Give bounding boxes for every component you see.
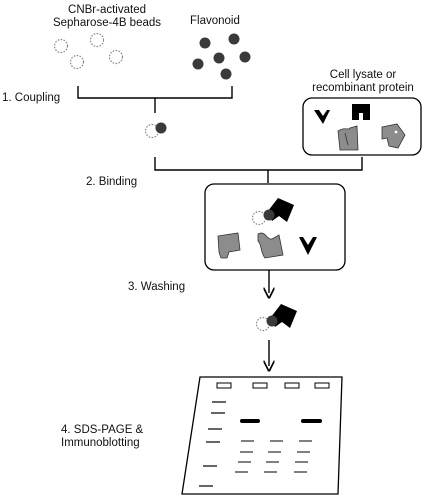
bead xyxy=(89,32,105,48)
step-sds-page-label: 4. SDS-PAGE & Immunoblotting xyxy=(61,424,143,450)
gel-well xyxy=(216,382,232,389)
coupled-bead xyxy=(144,122,167,139)
washed-complex xyxy=(255,304,297,332)
binding-bracket xyxy=(154,157,363,183)
flavonoid-dot xyxy=(213,52,225,64)
bound-protein-icon xyxy=(271,304,297,328)
beads-label-line1: CNBr-activated xyxy=(68,4,146,16)
hex-protein-icon xyxy=(381,123,406,149)
step-washing-label: 3. Washing xyxy=(128,281,186,293)
lysate-label-line2: recombinant protein xyxy=(312,82,414,94)
flavonoid-label: Flavonoid xyxy=(190,15,240,27)
gel-blot xyxy=(181,376,343,495)
step-sds-page-line2: Immunoblotting xyxy=(61,437,140,449)
bead xyxy=(108,49,124,65)
binding-contents xyxy=(217,198,317,259)
step-binding-label: 2. Binding xyxy=(86,176,138,188)
gel-wells xyxy=(216,382,330,389)
flavonoid-dot xyxy=(228,33,240,45)
step-coupling-label: 1. Coupling xyxy=(2,92,61,104)
bead xyxy=(53,38,69,54)
claw-protein-icon xyxy=(257,232,284,259)
gel-well xyxy=(314,382,330,389)
bead xyxy=(69,54,85,70)
step-sds-page-line1: 4. SDS-PAGE & xyxy=(61,424,144,436)
box-protein-icon xyxy=(217,232,241,259)
flavonoid-molecules xyxy=(192,33,251,80)
flavonoid-dot xyxy=(155,122,167,134)
flavonoid-dot xyxy=(266,315,278,327)
notched-protein-icon xyxy=(352,104,370,120)
gel-outline xyxy=(181,376,343,495)
beads-label-line2: Sepharose-4B beads xyxy=(52,17,162,29)
coupling-bracket xyxy=(77,86,233,113)
v-protein-icon xyxy=(314,110,330,124)
flavonoid-dot xyxy=(239,51,251,63)
gel-well xyxy=(284,382,300,389)
ladder-bands xyxy=(199,401,226,487)
lysate-label: Cell lysate or recombinant protein xyxy=(302,69,424,95)
bound-protein-icon xyxy=(268,198,294,222)
sepharose-beads xyxy=(53,32,124,70)
flavonoid-dot xyxy=(199,37,211,49)
flavonoid-dot xyxy=(263,209,275,221)
flavonoid-dot xyxy=(220,68,232,80)
lysate-label-line1: Cell lysate or xyxy=(329,69,397,81)
v-protein-icon xyxy=(299,237,317,255)
flavonoid-dot xyxy=(192,58,204,70)
cup-protein-icon xyxy=(337,125,359,151)
faint-bands xyxy=(235,440,312,473)
gel-well xyxy=(252,382,268,389)
beads-label: CNBr-activated Sepharose-4B beads xyxy=(42,4,172,30)
lysate-proteins xyxy=(314,104,406,151)
